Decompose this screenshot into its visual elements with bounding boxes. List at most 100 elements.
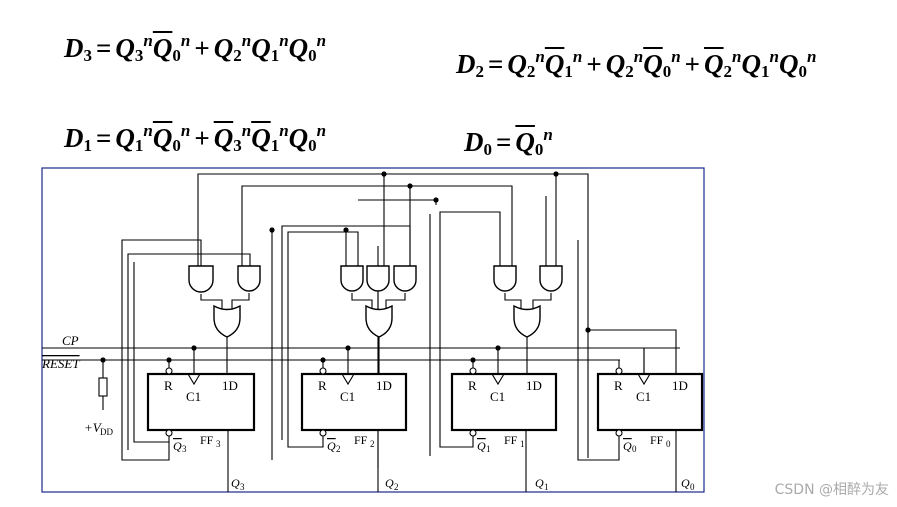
q-complement: Q — [152, 33, 173, 63]
wire — [121, 239, 202, 461]
q-superscript: n — [143, 31, 153, 50]
equation-lhs: D — [64, 33, 84, 63]
equation-factor: Q2n — [213, 31, 252, 64]
junction-dot — [495, 345, 501, 351]
q-complement: Q — [251, 123, 271, 153]
qbar-bubble — [615, 429, 623, 437]
junction-dot — [381, 171, 387, 177]
equals-sign: = — [96, 123, 112, 153]
pullup-resistor — [98, 377, 108, 397]
qbar-subscript: 1 — [486, 444, 491, 454]
equation-factor: Q1n — [544, 47, 583, 81]
equation-lhs: D — [64, 123, 84, 153]
q-variable: Q — [741, 49, 762, 79]
q-variable: Q — [778, 49, 799, 79]
q-subscript: 0 — [308, 136, 317, 155]
clock-pin-label: C1 — [490, 389, 505, 404]
q-output-subscript: 1 — [544, 482, 549, 492]
q-variable: Q — [213, 33, 234, 63]
q-subscript: 1 — [564, 62, 573, 81]
equation-d1: D1=Q1nQ0n+Q3nQ1nQ0n — [64, 122, 326, 154]
junction-dot — [470, 357, 476, 363]
junction-dot — [433, 197, 439, 203]
equation-factor: Q2n — [704, 48, 741, 80]
equation-d2: D2=Q2nQ1n+Q2nQ0n+Q2nQ1nQ0n — [456, 48, 816, 80]
q-subscript: 2 — [526, 62, 536, 81]
equation-lhs-subscript: 1 — [83, 136, 93, 155]
q-subscript: 1 — [270, 46, 280, 65]
equation-lhs: D — [456, 49, 476, 79]
or-gate — [513, 304, 541, 338]
q-subscript: 0 — [534, 140, 544, 159]
flip-flop-index: 2 — [370, 439, 375, 449]
q-superscript: n — [769, 47, 779, 66]
q-superscript: n — [143, 121, 153, 140]
clock-triangle — [637, 373, 651, 386]
clock-triangle — [187, 373, 201, 386]
q-subscript: 0 — [662, 62, 672, 81]
equation-lhs-subscript: 3 — [83, 46, 93, 65]
wire — [577, 240, 620, 461]
reset-pin-label: R — [164, 378, 173, 393]
q-subscript: 3 — [233, 136, 242, 155]
wires — [42, 173, 680, 492]
qbar-bubble — [319, 429, 327, 437]
clock-triangle — [341, 373, 355, 386]
clock-pin-label: C1 — [340, 389, 355, 404]
q-output-label: Q — [231, 476, 240, 490]
q-complement: Q — [544, 49, 565, 79]
cp-label: CP — [62, 333, 79, 348]
reset-pin-label: R — [468, 378, 477, 393]
q-output-subscript: 0 — [690, 482, 695, 492]
q-output-label: Q — [385, 476, 394, 490]
q-superscript: n — [241, 31, 252, 50]
flip-flop-name: FF — [200, 433, 214, 447]
q-superscript: n — [279, 31, 289, 50]
equation-factor: Q0n — [289, 31, 327, 65]
clock-pin-label: C1 — [636, 389, 651, 404]
qbar-subscript: 2 — [336, 444, 341, 454]
reset-bubble — [615, 367, 623, 375]
clock-triangle — [491, 373, 505, 386]
wire — [385, 293, 406, 309]
q-variable: Q — [288, 123, 309, 153]
q-subscript: 2 — [625, 62, 634, 81]
vdd-subscript: DD — [100, 427, 113, 437]
qbar-subscript: 3 — [182, 444, 187, 454]
logic-gates — [188, 265, 563, 338]
qbar-output-label: Q — [173, 439, 182, 453]
junction-dot — [269, 227, 275, 233]
and-gate — [188, 265, 214, 293]
flip-flop-box — [300, 372, 408, 432]
wire — [532, 293, 552, 309]
q-output-subscript: 2 — [394, 482, 399, 492]
equation-factor: Q0n — [288, 121, 327, 155]
q-subscript: 1 — [761, 62, 770, 81]
wire — [504, 293, 522, 309]
q-subscript: 0 — [308, 46, 317, 65]
equation-factor: Q1n — [251, 122, 288, 154]
vdd-label: +V — [84, 420, 103, 435]
q-variable: Q — [115, 123, 135, 153]
q-superscript: n — [572, 47, 583, 66]
qbar-output-label: Q — [477, 439, 486, 453]
q-superscript: n — [316, 121, 327, 140]
equation-factor: Q0n — [643, 48, 680, 81]
and-gate — [539, 265, 563, 292]
flip-flop-index: 0 — [666, 439, 671, 449]
and-gate — [340, 265, 364, 292]
wire — [200, 294, 223, 309]
q-subscript: 1 — [134, 136, 144, 155]
q-complement: Q — [704, 49, 724, 79]
wire — [133, 262, 169, 443]
d-pin-label: 1D — [376, 378, 392, 393]
d-pin-label: 1D — [672, 378, 688, 393]
flip-flop-index: 1 — [520, 439, 525, 449]
and-gate — [366, 265, 390, 292]
q-superscript: n — [316, 31, 327, 50]
